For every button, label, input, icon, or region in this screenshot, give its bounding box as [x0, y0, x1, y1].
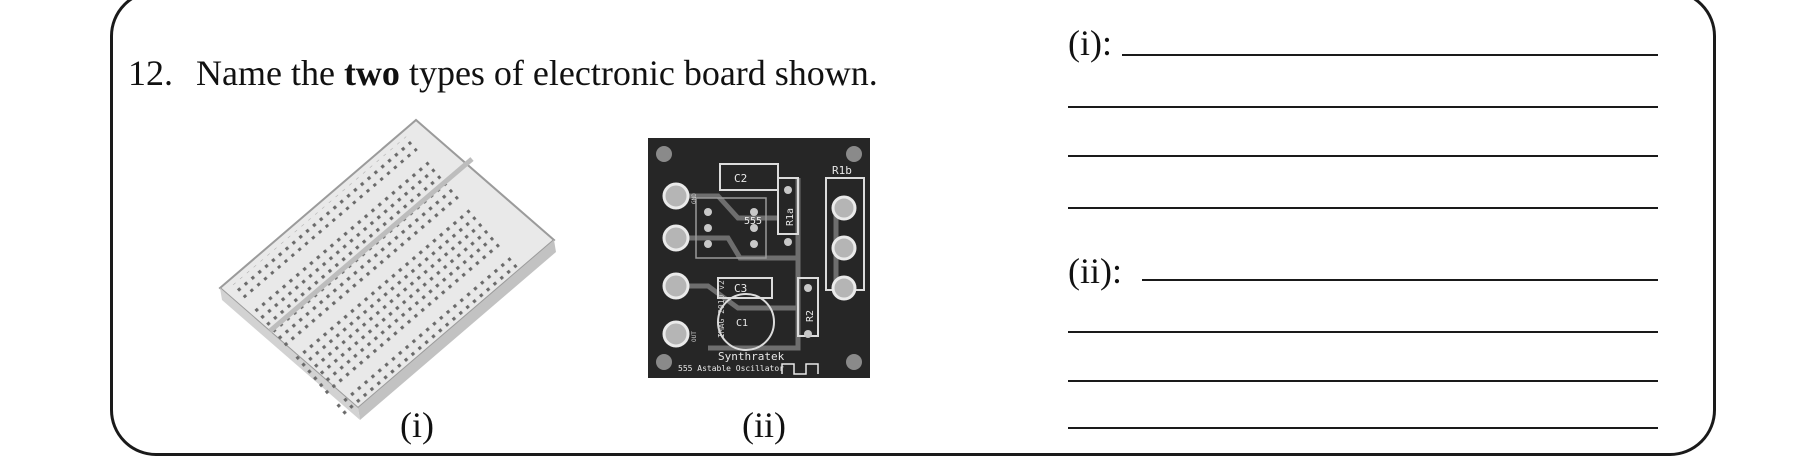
pcb-label-title: 555 Astable Oscillator [678, 364, 784, 373]
answer-line-i-1[interactable] [1122, 54, 1658, 56]
pcb-label-gnd: GND [691, 193, 698, 204]
pcb-label-c2: C2 [734, 172, 747, 185]
pcb-label-c1: C1 [736, 318, 748, 329]
pcb-label-c3: C3 [734, 282, 747, 295]
answer-line-ii-2[interactable] [1068, 331, 1658, 333]
pcb-image: C2 R1b R1a 555 C3 R2 C1 IMAG 2010 v2 GND… [648, 138, 870, 378]
answer-line-i-2[interactable] [1068, 106, 1658, 108]
answer-label-ii: (ii): [1068, 251, 1122, 291]
question-number: 12. [128, 53, 173, 93]
answer-line-i-4[interactable] [1068, 207, 1658, 209]
answer-line-ii-4[interactable] [1068, 427, 1658, 429]
question-text-bold: two [343, 53, 400, 93]
pcb-label-out: OUT [691, 331, 698, 342]
pcb-label-r1b: R1b [832, 164, 852, 177]
question-text-end: types of electronic board shown. [399, 53, 878, 93]
question-frame [110, 0, 1716, 456]
answer-line-ii-1[interactable] [1142, 279, 1658, 281]
pcb-label-brand: Synthratek [718, 350, 785, 363]
answer-label-i: (i): [1068, 23, 1112, 63]
pcb-label-version: IMAG 2010 v2 [717, 280, 726, 338]
pcb-label-ic: 555 [744, 216, 762, 227]
caption-ii: (ii) [742, 405, 786, 445]
breadboard-image [218, 118, 556, 420]
question-text-start: Name the [196, 53, 344, 93]
answer-line-i-3[interactable] [1068, 155, 1658, 157]
question-text: Name the two types of electronic board s… [196, 52, 878, 94]
answer-line-ii-3[interactable] [1068, 380, 1658, 382]
caption-i: (i) [400, 405, 434, 445]
pcb-label-r1a: R1a [785, 208, 796, 226]
pcb-label-r2: R2 [805, 310, 816, 322]
